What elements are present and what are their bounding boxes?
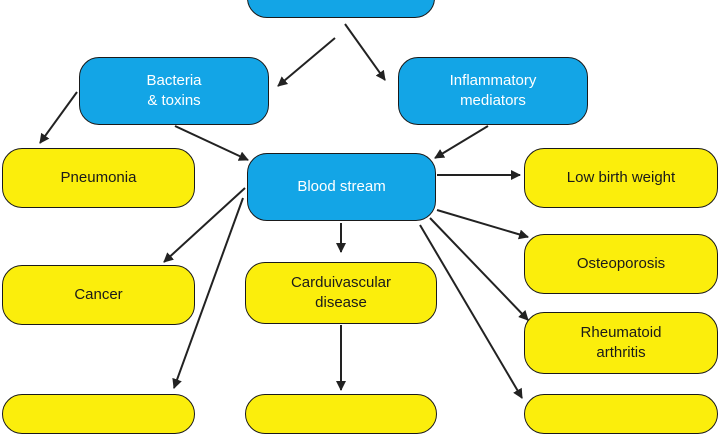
node-bacteria-toxins-label: Bacteria & toxins [146,72,202,109]
arrow-blood-stream-to-cancer [163,187,246,263]
arrow-blood-stream-to-osteoporosis [436,209,529,240]
node-rheumatoid-arthritis-label: Rheumatoid arthritis [580,324,662,361]
node-low-birth-weight-label: Low birth weight [566,169,676,186]
node-cancer-label: Cancer [74,286,123,303]
arrow-blood-stream-to-rheumatoid [429,217,529,321]
node-osteoporosis-label: Osteoporosis [576,255,666,272]
node-cardiovascular-disease-label: Carduivascular disease [290,274,392,311]
node-bottom-left [2,394,195,434]
node-bottom-center [245,394,437,434]
node-inflammatory-mediators: Inflammatory mediators [398,57,588,125]
node-inflammatory-mediators-label: Inflammatory mediators [449,72,537,109]
arrow-bacteria-to-pneumonia [39,91,78,144]
node-blood-stream: Blood stream [247,153,436,221]
arrow-layer [39,23,529,399]
node-top-source [247,0,435,18]
node-rheumatoid-arthritis: Rheumatoid arthritis [524,312,718,374]
node-cancer: Cancer [2,265,195,325]
node-bottom-right [524,394,718,434]
arrow-bacteria-to-blood-stream [174,125,249,161]
node-low-birth-weight: Low birth weight [524,148,718,208]
arrow-top-to-inflammatory [344,23,386,81]
arrow-blood-stream-to-bottom-right [419,224,523,399]
node-bacteria-toxins: Bacteria & toxins [79,57,269,125]
node-pneumonia: Pneumonia [2,148,195,208]
node-pneumonia-label: Pneumonia [60,169,137,186]
arrow-top-to-bacteria [277,37,336,87]
node-osteoporosis: Osteoporosis [524,234,718,294]
arrow-blood-stream-to-bottom-left [172,197,244,389]
node-blood-stream-label: Blood stream [297,178,386,195]
arrow-inflammatory-to-blood-stream [434,125,489,159]
node-cardiovascular-disease: Carduivascular disease [245,262,437,324]
